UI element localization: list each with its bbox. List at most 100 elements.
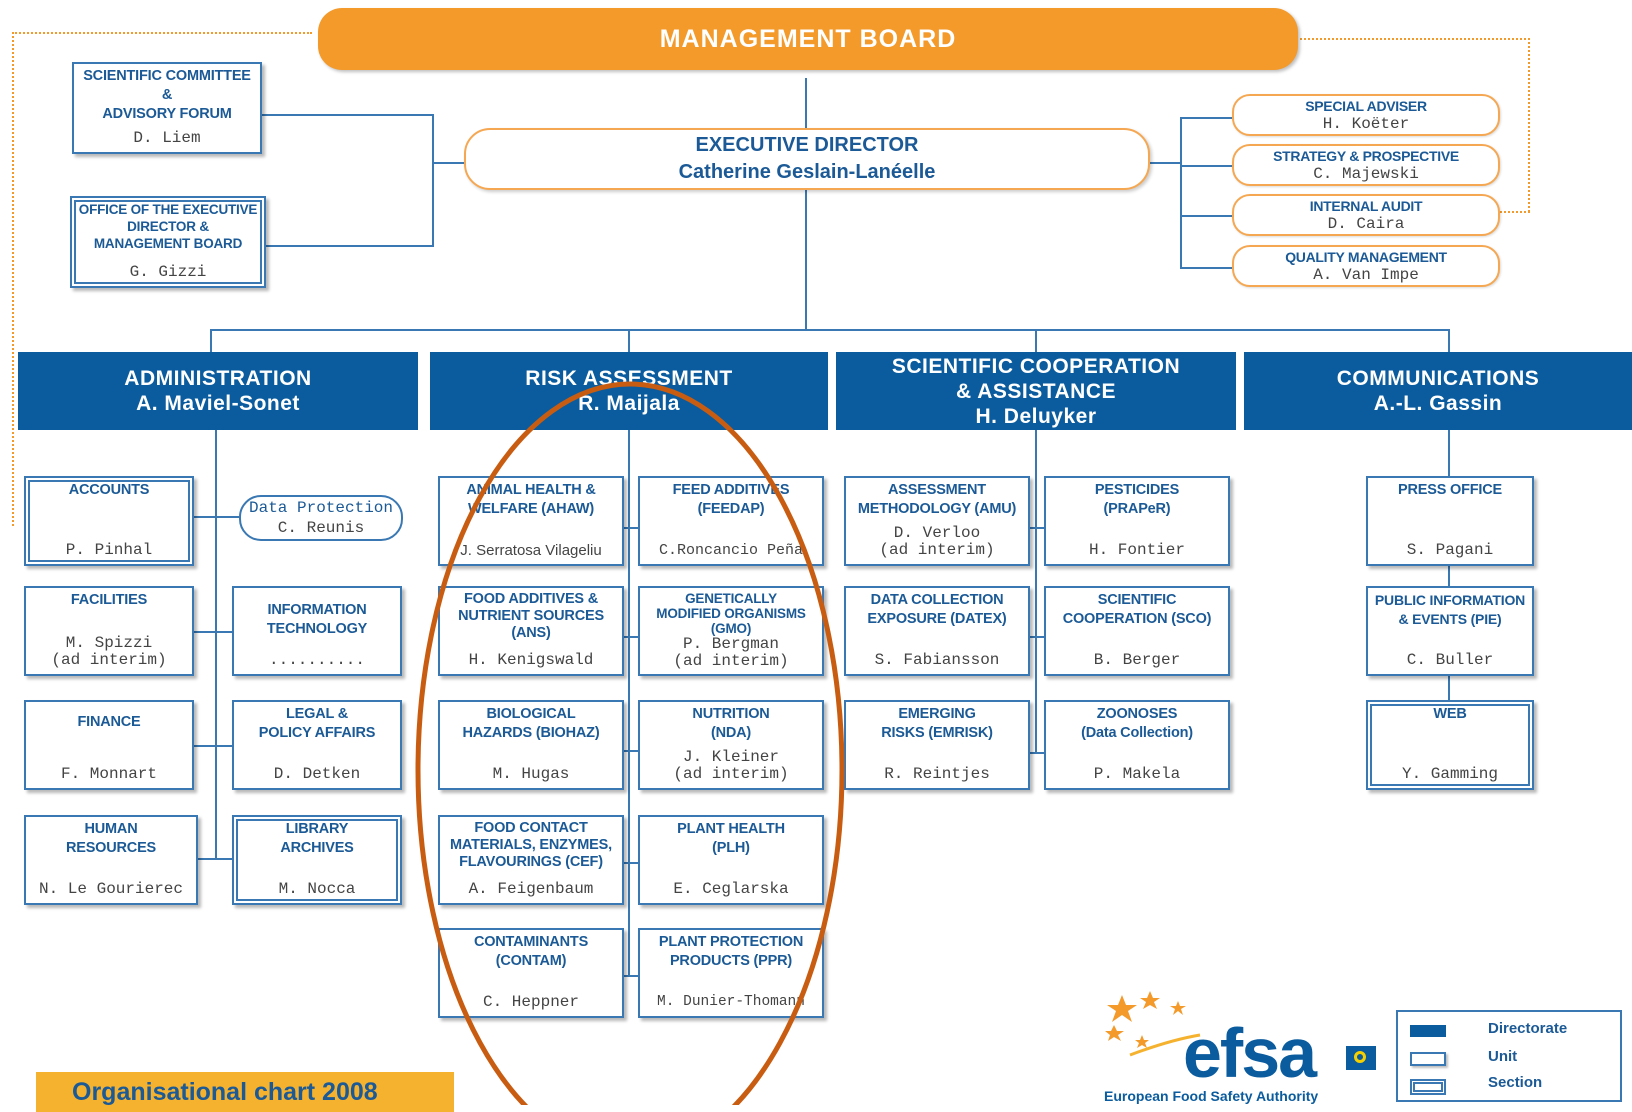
risk-assessment-head: R. Maijala	[578, 392, 680, 415]
internal-audit-title: INTERNAL AUDIT	[1309, 198, 1423, 214]
directorate-communications: COMMUNICATIONS A.-L. Gassin	[1244, 352, 1632, 430]
legend-directorate-label: Directorate	[1488, 1020, 1568, 1037]
unit-zoonoses: ZOONOSES (Data Collection) P. Makela	[1044, 700, 1230, 790]
facilities-person: M. Spizzi	[65, 634, 153, 652]
cef-title-3: FLAVOURINGS (CEF)	[459, 854, 603, 870]
emrisk-person: R. Reintjes	[884, 765, 990, 783]
zoonoses-person: P. Makela	[1093, 765, 1181, 783]
unit-biohaz: BIOLOGICAL HAZARDS (BIOHAZ) M. Hugas	[438, 700, 624, 790]
pie-title-2: & EVENTS (PIE)	[1398, 611, 1502, 627]
finance-person: F. Monnart	[60, 765, 157, 783]
zoonoses-title-1: ZOONOSES	[1096, 706, 1178, 722]
amu-interim: (ad interim)	[879, 541, 995, 559]
unit-plh: PLANT HEALTH(PLH) E. Ceglarska	[638, 815, 824, 905]
contam-person: C. Heppner	[482, 993, 579, 1011]
administration-head: A. Maviel-Sonet	[136, 392, 300, 415]
unit-feedap: FEED ADDITIVES (FEEDAP) C.Roncancio Peña	[638, 476, 824, 566]
feedap-person: C.Roncancio Peña	[658, 542, 804, 559]
praper-person: H. Fontier	[1088, 541, 1185, 559]
directorate-scientific-cooperation: SCIENTIFIC COOPERATION & ASSISTANCE H. D…	[836, 352, 1236, 430]
ans-title-3: (ANS)	[511, 625, 551, 641]
data-protection-title: Data Protection	[248, 499, 394, 517]
unit-praper: PESTICIDES(PRAPeR) H. Fontier	[1044, 476, 1230, 566]
zoonoses-title-2: (Data Collection)	[1081, 725, 1193, 741]
pie-title-1: PUBLIC INFORMATION	[1374, 592, 1526, 608]
quality-management-box: QUALITY MANAGEMENT A. Van Impe	[1232, 245, 1500, 287]
sco-title-2: COOPERATION (SCO)	[1062, 611, 1212, 627]
amu-person: D. Verloo	[893, 524, 981, 542]
legend-unit-label: Unit	[1488, 1048, 1518, 1065]
web-person: Y. Gamming	[1401, 765, 1498, 783]
cef-person: A. Feigenbaum	[468, 880, 594, 898]
ahaw-person: J. Serratosa Vilageliu	[460, 542, 602, 559]
emrisk-title-1: EMERGING	[898, 706, 976, 722]
quality-management-title: QUALITY MANAGEMENT	[1285, 249, 1447, 265]
eu-flag-icon	[1346, 1046, 1376, 1070]
praper-title-1: PESTICIDES	[1094, 482, 1180, 498]
unit-legal-policy: LEGAL &POLICY AFFAIRS D. Detken	[232, 700, 402, 790]
executive-director-title: EXECUTIVE DIRECTOR	[695, 134, 919, 156]
it-title-1: INFORMATION	[267, 602, 367, 618]
ppr-title-1: PLANT PROTECTION	[658, 934, 804, 950]
efsa-tagline: European Food Safety Authority	[1104, 1088, 1319, 1104]
ppr-person: M. Dunier-Thomann	[657, 994, 805, 1010]
datex-title-2: EXPOSURE (DATEX)	[867, 611, 1007, 627]
gmo-title-1: GENETICALLY	[685, 591, 777, 606]
directorate-administration: ADMINISTRATION A. Maviel-Sonet	[18, 352, 418, 430]
biohaz-title-2: HAZARDS (BIOHAZ)	[462, 725, 600, 741]
scientific-committee-box: SCIENTIFIC COMMITTEE&ADVISORY FORUM D. L…	[72, 62, 262, 154]
communications-head: A.-L. Gassin	[1373, 392, 1503, 415]
biohaz-person: M. Hugas	[492, 765, 570, 783]
unit-ahaw: ANIMAL HEALTH &WELFARE (AHAW) J. Serrato…	[438, 476, 624, 566]
sco-person: B. Berger	[1093, 651, 1181, 669]
unit-nda: NUTRITION(NDA) J. Kleiner(ad interim)	[638, 700, 824, 790]
ans-title-1: FOOD ADDITIVES &	[463, 591, 599, 607]
efsa-logo	[1100, 985, 1370, 1105]
legal-title-1: LEGAL &	[286, 706, 348, 722]
amu-title-1: ASSESSMENT	[888, 482, 986, 498]
accounts-person: P. Pinhal	[65, 541, 153, 559]
ans-person: H. Kenigswald	[468, 651, 594, 669]
office-title-3: MANAGEMENT BOARD	[93, 236, 243, 251]
sci-committee-title-3: ADVISORY FORUM	[102, 106, 232, 122]
nda-interim: (ad interim)	[673, 765, 789, 783]
hr-person: N. Le Gourierec	[38, 880, 184, 898]
gmo-title-2: MODIFIED ORGANISMS	[656, 606, 806, 621]
plh-person: E. Ceglarska	[673, 880, 789, 898]
datex-title-1: DATA COLLECTION	[870, 592, 1004, 608]
strategy-title: STRATEGY & PROSPECTIVE	[1273, 148, 1459, 164]
unit-accounts: ACCOUNTS P. Pinhal	[24, 476, 194, 566]
office-title-1: OFFICE OF THE EXECUTIVE	[78, 202, 258, 217]
press-person: S. Pagani	[1406, 541, 1494, 559]
internal-audit-box: INTERNAL AUDIT D. Caira	[1232, 194, 1500, 236]
web-title: WEB	[1433, 706, 1467, 722]
contam-title-2: (CONTAM)	[495, 953, 567, 969]
special-adviser-title: SPECIAL ADVISER	[1305, 98, 1427, 114]
it-title-2: TECHNOLOGY	[266, 621, 368, 637]
biohaz-title-1: BIOLOGICAL	[486, 706, 576, 722]
facilities-title: FACILITIES	[70, 592, 148, 608]
communications-title: COMMUNICATIONS	[1336, 367, 1540, 390]
feedap-title-1: FEED ADDITIVES	[672, 482, 790, 498]
legal-title-2: POLICY AFFAIRS	[258, 725, 376, 741]
management-board: MANAGEMENT BOARD	[318, 8, 1298, 70]
office-person: G. Gizzi	[129, 263, 207, 281]
executive-director-person: Catherine Geslain-Lanéelle	[678, 161, 936, 183]
sci-committee-title-1: SCIENTIFIC COMMITTEE	[83, 68, 251, 84]
cef-title-2: MATERIALS, ENZYMES,	[450, 837, 612, 853]
internal-audit-person: D. Caira	[1327, 215, 1405, 233]
unit-facilities: FACILITIES M. Spizzi(ad interim)	[24, 586, 194, 676]
sci-coop-title-2: & ASSISTANCE	[955, 379, 1116, 403]
strategy-person: C. Majewski	[1313, 165, 1419, 183]
feedap-title-2: (FEEDAP)	[697, 501, 765, 517]
plh-title-1: PLANT HEALTH	[677, 821, 785, 837]
data-protection-box: Data Protection C. Reunis	[239, 495, 403, 541]
administration-title: ADMINISTRATION	[124, 367, 312, 390]
